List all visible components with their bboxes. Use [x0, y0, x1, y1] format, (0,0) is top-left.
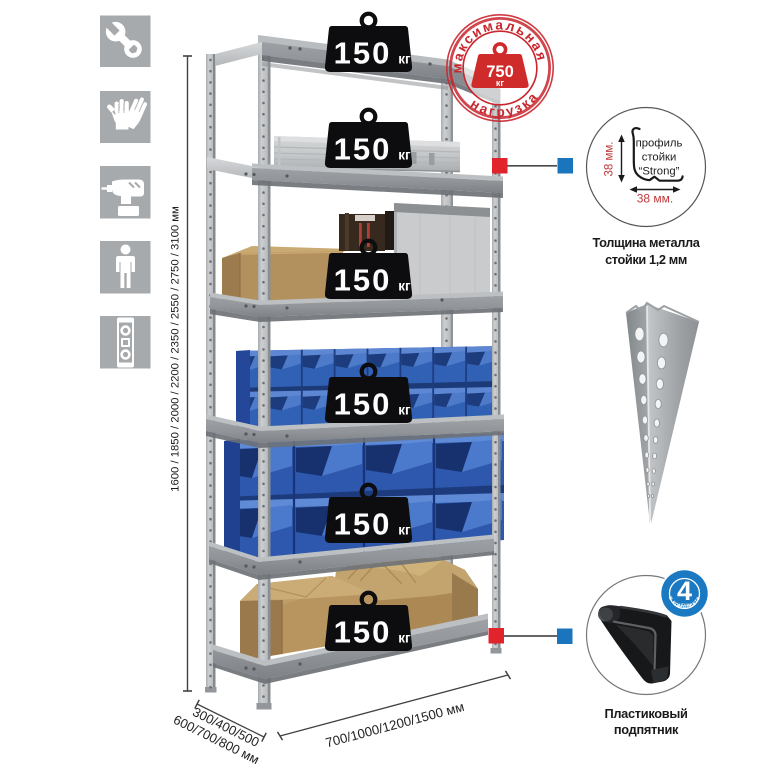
svg-text:профиль: профиль [636, 138, 683, 150]
svg-text:700/1000/1200/1500 мм: 700/1000/1200/1500 мм [324, 699, 466, 750]
svg-text:стойки 1,2 мм: стойки 1,2 мм [605, 252, 687, 267]
svg-text:штуки: штуки [678, 603, 692, 609]
svg-text:кг: кг [496, 78, 505, 88]
svg-text:1600 / 1850 / 2000 / 2200 / 23: 1600 / 1850 / 2000 / 2200 / 2350 / 2550 … [170, 206, 182, 492]
svg-text:38 мм.: 38 мм. [604, 142, 616, 177]
svg-text:стойки: стойки [642, 152, 677, 164]
svg-text:“Strong”: “Strong” [639, 166, 680, 178]
svg-text:38 мм.: 38 мм. [637, 192, 674, 206]
svg-text:4: 4 [677, 576, 692, 606]
svg-text:Толщина металла: Толщина металла [593, 235, 701, 250]
svg-text:750: 750 [486, 63, 514, 81]
svg-text:подпятник: подпятник [614, 722, 679, 737]
svg-text:Пластиковый: Пластиковый [604, 706, 687, 721]
